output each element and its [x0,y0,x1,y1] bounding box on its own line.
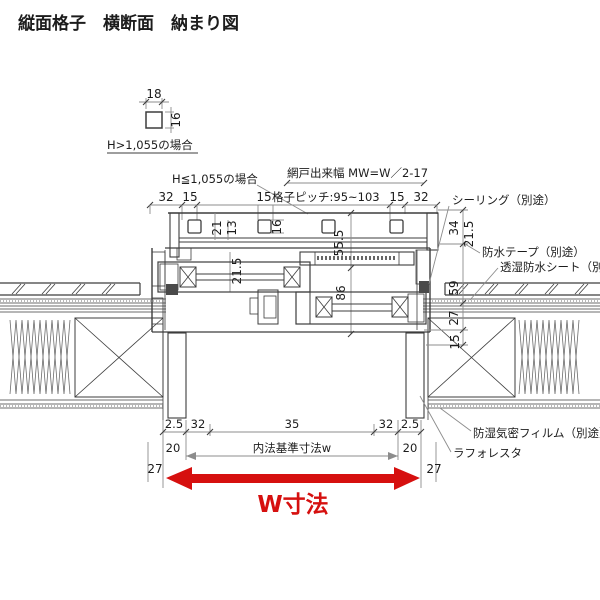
dim-15-right: 15 [389,190,404,204]
dim-frame-86: 86 [334,285,348,300]
arrowhead-right [394,467,420,490]
lattice-bar-3 [321,219,336,234]
arrowhead-left [166,467,192,490]
screen-door [299,251,415,266]
interior-casing-left [167,332,187,419]
dim-27-right: 27 [426,462,441,476]
lock-hardware [249,289,279,325]
detail-width-dim: 18 [146,87,161,101]
left-stud [74,317,164,398]
detail-caption: H>1,055の場合 [107,138,193,152]
dim-right-27: 27 [447,310,461,325]
inner-width-label: 内法基準寸法w [253,441,331,455]
right-stud [427,317,516,398]
dim-bottom-35: 35 [285,417,300,431]
dim-lattice-21: 21 [210,220,224,235]
w-dimension-arrow: W寸法 [166,467,420,518]
interior-casing-right [405,332,425,419]
dim-right-34: 34 [447,220,461,235]
window-frame [151,247,431,333]
right-callouts: シーリング（別途） 防水テープ（別途） 透湿防水シート（別途） 防湿気密フィルム… [419,193,600,460]
sealing-label: シーリング（別途） [452,193,556,207]
dim-32-right: 32 [413,190,428,204]
exterior-sash [157,261,311,324]
top-annotations: H≦1,055の場合 網戸出来幅 MW=W／2-17 [172,166,428,215]
right-dimension-column: 34 21.5 59 27 15 [424,206,476,350]
left-sheathing [0,298,166,313]
dim-20-left: 20 [166,441,181,455]
pitch-label: 格子ピッチ:95~103 [272,190,380,204]
left-interior-sheathing [0,397,164,420]
dim-15-left: 15 [182,190,197,204]
right-wall [419,281,600,420]
laforesta-label: ラフォレスタ [453,446,522,460]
lattice-dimensions: 21 13 16 55.5 86 21.5 [210,209,355,338]
dim-27-left: 27 [147,462,162,476]
waterproof-sheet-label: 透湿防水シート（別途） [500,260,600,274]
page-title: 縦面格子 横断面 納まり図 [18,13,239,34]
dim-lattice-13: 13 [225,220,239,235]
dim-screen-555: 55.5 [332,230,346,257]
dim-bottom-25-right: 2.5 [401,417,419,431]
left-siding [0,282,178,296]
left-insulation [9,319,71,395]
dim-right-215: 21.5 [462,221,476,248]
dim-right-15: 15 [448,334,462,349]
detail-height-dim: 16 [169,112,183,127]
dim-32-left: 32 [158,190,173,204]
lattice-profile-detail: 18 16 H>1,055の場合 [107,87,198,154]
lattice-assembly [168,212,439,261]
w-dimension-label: W寸法 [257,492,328,518]
waterproof-tape-label: 防水テープ（別途） [482,245,585,259]
lattice-bar-2 [257,219,272,234]
left-wall [0,282,178,420]
screen-width-label: 網戸出来幅 MW=W／2-17 [287,166,428,180]
interior-sash [295,291,427,325]
dim-bottom-25-left: 2.5 [165,417,183,431]
right-sheathing [423,298,600,313]
dim-sash-215: 21.5 [230,258,244,285]
right-insulation [518,319,580,395]
moisture-film-label: 防湿気密フィルム（別途） [473,426,600,440]
top-dimension-row: 32 15 15 格子ピッチ:95~103 15 32 [146,190,441,220]
right-siding [419,281,600,296]
dim-bottom-32-right: 32 [379,417,394,431]
left-furring [166,284,178,295]
lattice-bar-4 [389,219,404,234]
h-condition-label: H≦1,055の場合 [172,172,258,186]
lattice-bar-1 [187,219,202,234]
right-interior-sheathing [427,397,600,420]
sealing-backup [419,281,429,293]
dim-20-right: 20 [403,441,418,455]
dim-15-mid: 15 [256,190,271,204]
bottom-dimensions: 2.5 32 35 32 2.5 20 内法基準寸法w 20 27 27 [147,417,442,488]
dim-lattice-16: 16 [270,219,284,234]
dim-right-59: 59 [447,280,461,295]
dim-bottom-32-left: 32 [191,417,206,431]
